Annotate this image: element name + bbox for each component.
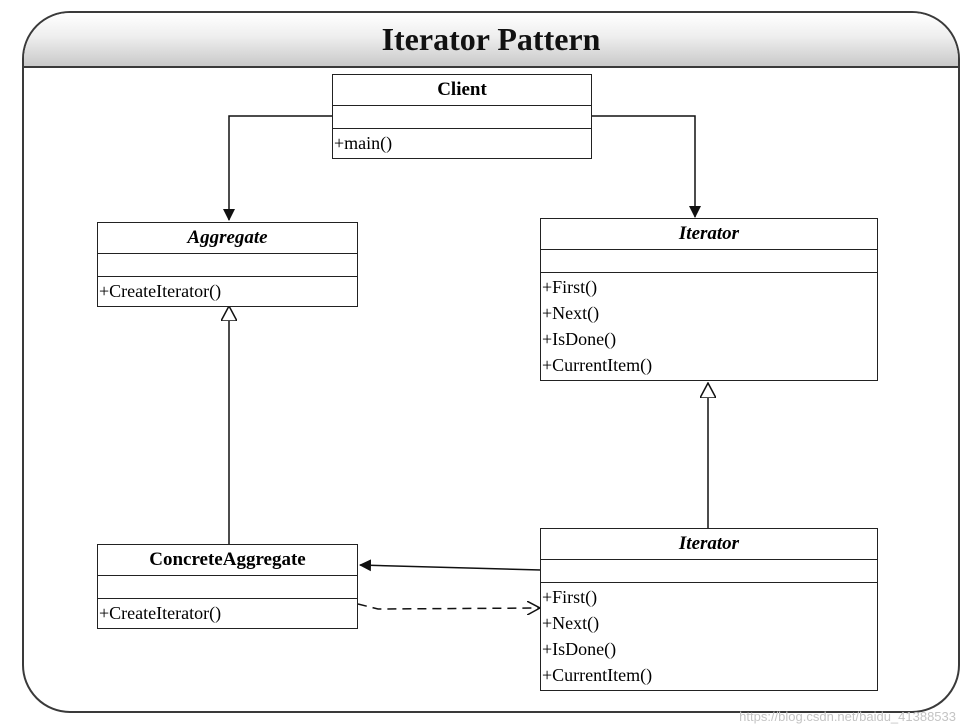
class-iterator: Iterator +First() +Next() +IsDone() +Cur…: [540, 218, 878, 381]
edge-concreteiterator-to-concreteaggregate: [359, 559, 542, 572]
class-iterator-operations: +First() +Next() +IsDone() +CurrentItem(…: [541, 273, 877, 380]
class-concrete-iterator-operations: +First() +Next() +IsDone() +CurrentItem(…: [541, 583, 877, 690]
operation: +CurrentItem(): [542, 355, 653, 375]
class-concrete-iterator-attributes: [541, 560, 877, 583]
edge-client-to-iterator: [592, 115, 701, 218]
edge-concreteaggregate-creates-iterator: [357, 604, 540, 609]
operation: +Next(): [542, 303, 600, 323]
class-client-name: Client: [333, 75, 591, 106]
class-concrete-iterator: Iterator +First() +Next() +IsDone() +Cur…: [540, 528, 878, 691]
title-band: Iterator Pattern: [24, 13, 958, 68]
operation: +First(): [542, 587, 598, 607]
class-client-attributes: [333, 106, 591, 129]
edge-client-to-aggregate: [223, 115, 332, 221]
watermark: https://blog.csdn.net/baidu_41388533: [739, 709, 956, 724]
diagram-title: Iterator Pattern: [381, 21, 601, 57]
class-client: Client +main(): [332, 74, 592, 159]
class-concrete-aggregate-operations: +CreateIterator(): [98, 599, 357, 628]
operation: +CreateIterator(): [99, 281, 222, 301]
class-aggregate-name: Aggregate: [98, 223, 357, 254]
class-concrete-iterator-name: Iterator: [541, 529, 877, 560]
class-aggregate: Aggregate +CreateIterator(): [97, 222, 358, 307]
class-concrete-aggregate-name: ConcreteAggregate: [98, 545, 357, 576]
class-aggregate-attributes: [98, 254, 357, 277]
class-concrete-aggregate: ConcreteAggregate +CreateIterator(): [97, 544, 358, 629]
class-aggregate-operations: +CreateIterator(): [98, 277, 357, 306]
operation: +IsDone(): [542, 329, 617, 349]
operation: +main(): [334, 133, 393, 153]
operation: +Next(): [542, 613, 600, 633]
class-client-operations: +main(): [333, 129, 591, 158]
operation: +CreateIterator(): [99, 603, 222, 623]
class-iterator-attributes: [541, 250, 877, 273]
operation: +CurrentItem(): [542, 665, 653, 685]
operation: +IsDone(): [542, 639, 617, 659]
class-concrete-aggregate-attributes: [98, 576, 357, 599]
class-iterator-name: Iterator: [541, 219, 877, 250]
operation: +First(): [542, 277, 598, 297]
